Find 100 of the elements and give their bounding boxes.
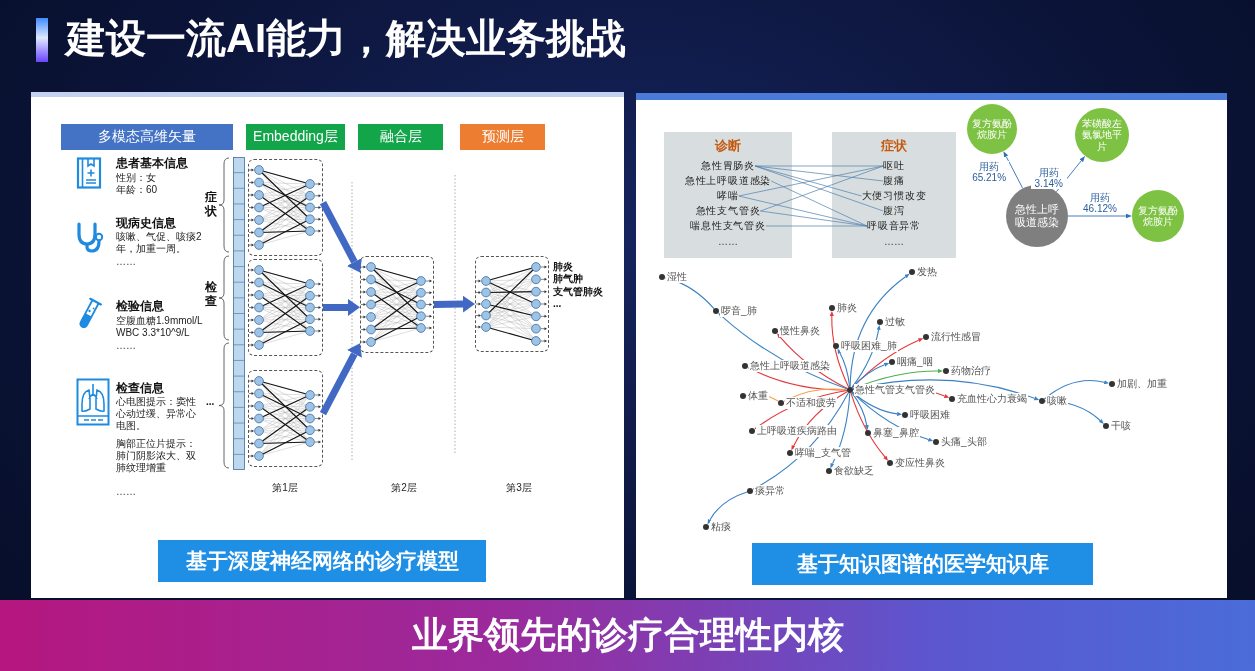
brace-label: ...	[206, 396, 215, 408]
slide-title: 建设一流AI能力，解决业务挑战	[66, 15, 626, 62]
node-label: 咽痛_咽	[896, 356, 934, 368]
arrow	[830, 392, 851, 469]
graph-dot	[740, 393, 746, 399]
list-item: 哮喘	[717, 190, 739, 202]
graph-circle: 复方氨酚烷胺片	[1132, 190, 1184, 242]
node-label: 发热	[916, 266, 938, 278]
node-label: 过敏	[884, 316, 906, 328]
arrow	[776, 333, 848, 390]
ellipsis: ……	[116, 340, 136, 352]
edge-label: 用药 46.12%	[1080, 192, 1120, 214]
arrow	[851, 391, 869, 430]
info-text: 咳嗽、气促、咳痰2年，加重一周。	[116, 231, 202, 255]
arrow	[791, 390, 848, 451]
graph-dot	[772, 328, 778, 334]
info-heading: 检验信息	[116, 299, 164, 313]
arrow	[851, 391, 903, 416]
arrow	[850, 392, 889, 461]
panel-heading: 诊断	[713, 138, 742, 154]
graph-dot	[949, 396, 955, 402]
layer-header: Embedding层	[246, 124, 345, 150]
list-item: 急性上呼吸道感染	[684, 175, 772, 187]
neural-network-box	[360, 256, 434, 353]
node-label: 肺炎	[836, 302, 858, 314]
output-label: 支气管肺炎	[553, 285, 603, 298]
list-item: 急性胃肠炎	[701, 160, 755, 172]
node-label: 药物治疗	[950, 365, 992, 377]
info-text: 空腹血糖1.9mmol/L	[116, 315, 204, 327]
node-label: 呼吸困难_肺	[840, 340, 898, 352]
ellipsis: ……	[883, 236, 905, 248]
arrow	[837, 348, 851, 388]
neural-network-box	[475, 256, 549, 352]
block-arrow	[433, 295, 475, 313]
graph-dot	[943, 368, 949, 374]
layer-header: 多模态高维矢量	[61, 124, 233, 150]
graph-dot	[1039, 398, 1045, 404]
ellipsis: ……	[116, 486, 136, 498]
ellipsis: ……	[116, 256, 136, 268]
info-text: 胸部正位片提示：肺门阴影浓大、双肺纹理增重	[116, 438, 197, 474]
arrow	[783, 388, 848, 402]
neural-network-box	[248, 259, 323, 356]
arrow	[718, 313, 848, 390]
ellipsis: ……	[717, 236, 739, 248]
graph-dot	[826, 468, 832, 474]
layer-header: 融合层	[358, 124, 443, 150]
block-arrow	[319, 343, 362, 416]
caption-box: 基于深度神经网络的诊疗模型	[158, 540, 486, 582]
node-label: 粘痰	[710, 521, 732, 533]
node-label: 急性上呼吸道感染	[749, 360, 831, 372]
arrow	[829, 311, 850, 388]
caption-box: 基于知识图谱的医学知识库	[752, 543, 1093, 585]
brace-label: 检查	[205, 280, 218, 308]
neural-network-box	[248, 159, 323, 256]
graph-dot	[865, 430, 871, 436]
list-item: 喘息性支气管炎	[690, 220, 766, 232]
arrow	[851, 325, 881, 389]
node-label: 湿性	[666, 271, 688, 283]
graph-dot	[877, 319, 883, 325]
arrow	[754, 389, 848, 430]
node-label: 哮喘_支气管	[794, 447, 852, 459]
connector-line	[754, 165, 884, 167]
node-label: 加剧、加重	[1116, 378, 1168, 390]
layer-label: 第2层	[391, 482, 417, 494]
graph-dot	[933, 439, 939, 445]
arrow	[851, 391, 934, 442]
graph-dot	[887, 460, 893, 466]
node-label: 上呼吸道疾病路由	[756, 425, 838, 437]
layer-label: 第3层	[506, 482, 532, 494]
info-text: 年龄：60	[116, 184, 159, 196]
graph-dot	[909, 269, 915, 275]
graph-dot	[749, 428, 755, 434]
node-label: 急性气管支气管炎	[854, 384, 936, 396]
list-item: 腹泻	[883, 205, 905, 217]
node-label: 咳嗽	[1046, 395, 1068, 407]
graph-dot	[847, 387, 853, 393]
graph-dot	[889, 359, 895, 365]
info-text: WBC 3.3*10^9/L	[116, 327, 191, 339]
arrow	[707, 491, 748, 525]
graph-circle: 复方氨酚烷胺片	[967, 104, 1017, 154]
output-label: 肺气肿	[553, 273, 583, 285]
graph-dot	[1103, 423, 1109, 429]
graph-dot	[659, 274, 665, 280]
node-label: 头痛_头部	[940, 436, 988, 448]
graph-dot	[902, 412, 908, 418]
node-label: 流行性感冒	[930, 331, 982, 343]
graph-dot	[829, 305, 835, 311]
node-label: 变应性鼻炎	[894, 457, 946, 469]
info-heading: 现病史信息	[116, 216, 176, 230]
node-label: 充血性心力衰竭	[956, 393, 1028, 405]
output-label: ...	[553, 298, 562, 310]
node-label: 鼻塞_鼻腔	[872, 427, 920, 439]
node-label: 体重	[747, 390, 769, 402]
connector-line	[738, 165, 884, 197]
list-item: 腹痛	[883, 175, 905, 187]
layer-header: 预测层	[460, 124, 545, 150]
connector-line	[770, 180, 868, 227]
graph-dot	[833, 343, 839, 349]
connector-line	[765, 225, 868, 227]
graph-dot	[742, 363, 748, 369]
